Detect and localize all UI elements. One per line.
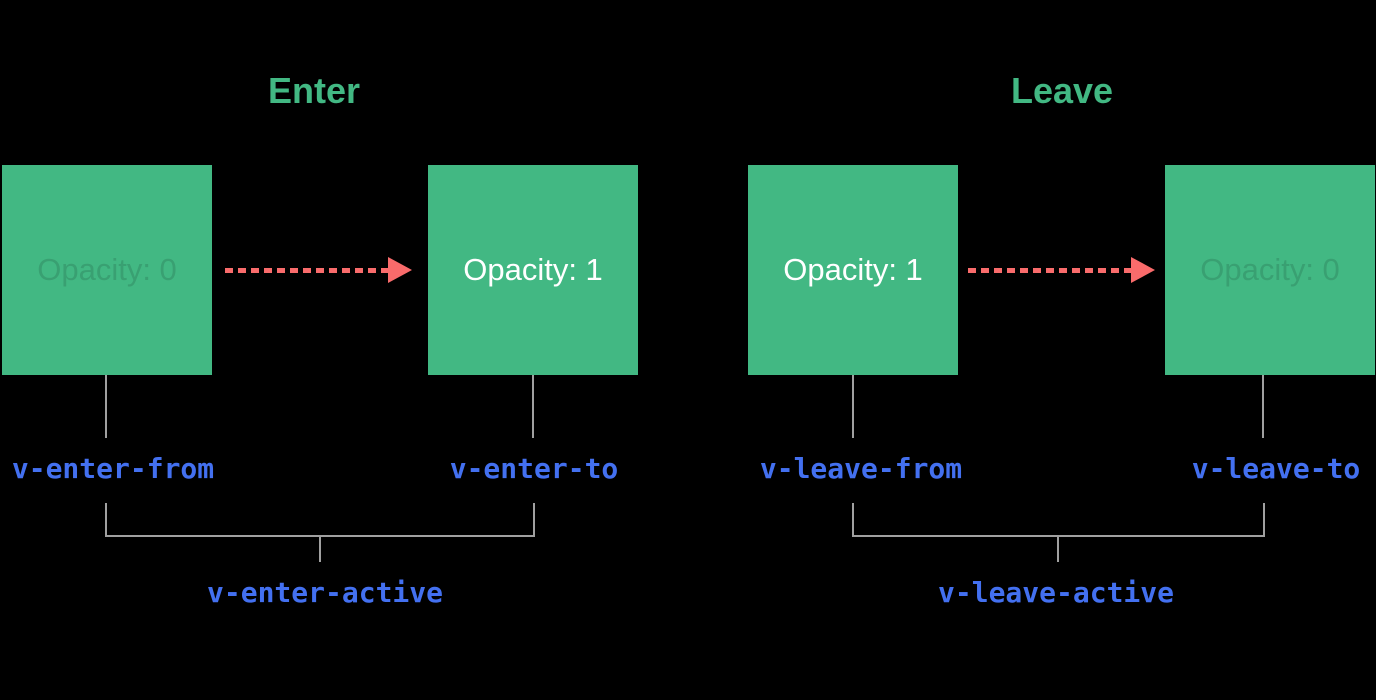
arrow-head-icon [1131, 257, 1155, 283]
dashed-line [225, 267, 388, 273]
leave-to-box: Opacity: 0 [1165, 165, 1375, 375]
leave-active-bracket-stem [1057, 537, 1059, 562]
enter-from-box: Opacity: 0 [2, 165, 212, 375]
leave-to-box-label: Opacity: 0 [1200, 252, 1340, 287]
enter-to-box-label: Opacity: 1 [463, 252, 603, 287]
enter-to-class-label: v-enter-to [449, 452, 619, 485]
leave-section-title: Leave [1010, 70, 1114, 111]
leave-active-class-label: v-leave-active [937, 576, 1175, 609]
enter-active-class-label: v-enter-active [206, 576, 444, 609]
enter-transition-arrow [225, 257, 412, 283]
enter-to-connector-line [532, 375, 534, 438]
enter-to-box: Opacity: 1 [428, 165, 638, 375]
enter-from-box-label: Opacity: 0 [37, 252, 177, 287]
dashed-line [968, 267, 1131, 273]
arrow-head-icon [388, 257, 412, 283]
enter-from-connector-line [105, 375, 107, 438]
leave-from-class-label: v-leave-from [759, 452, 963, 485]
enter-section-title: Enter [267, 70, 361, 111]
leave-to-class-label: v-leave-to [1191, 452, 1361, 485]
leave-transition-arrow [968, 257, 1155, 283]
enter-from-class-label: v-enter-from [11, 452, 215, 485]
leave-from-box: Opacity: 1 [748, 165, 958, 375]
leave-active-bracket [852, 503, 1265, 537]
enter-active-bracket-stem [319, 537, 321, 562]
leave-from-box-label: Opacity: 1 [783, 252, 923, 287]
enter-active-bracket [105, 503, 535, 537]
leave-to-connector-line [1262, 375, 1264, 438]
leave-from-connector-line [852, 375, 854, 438]
